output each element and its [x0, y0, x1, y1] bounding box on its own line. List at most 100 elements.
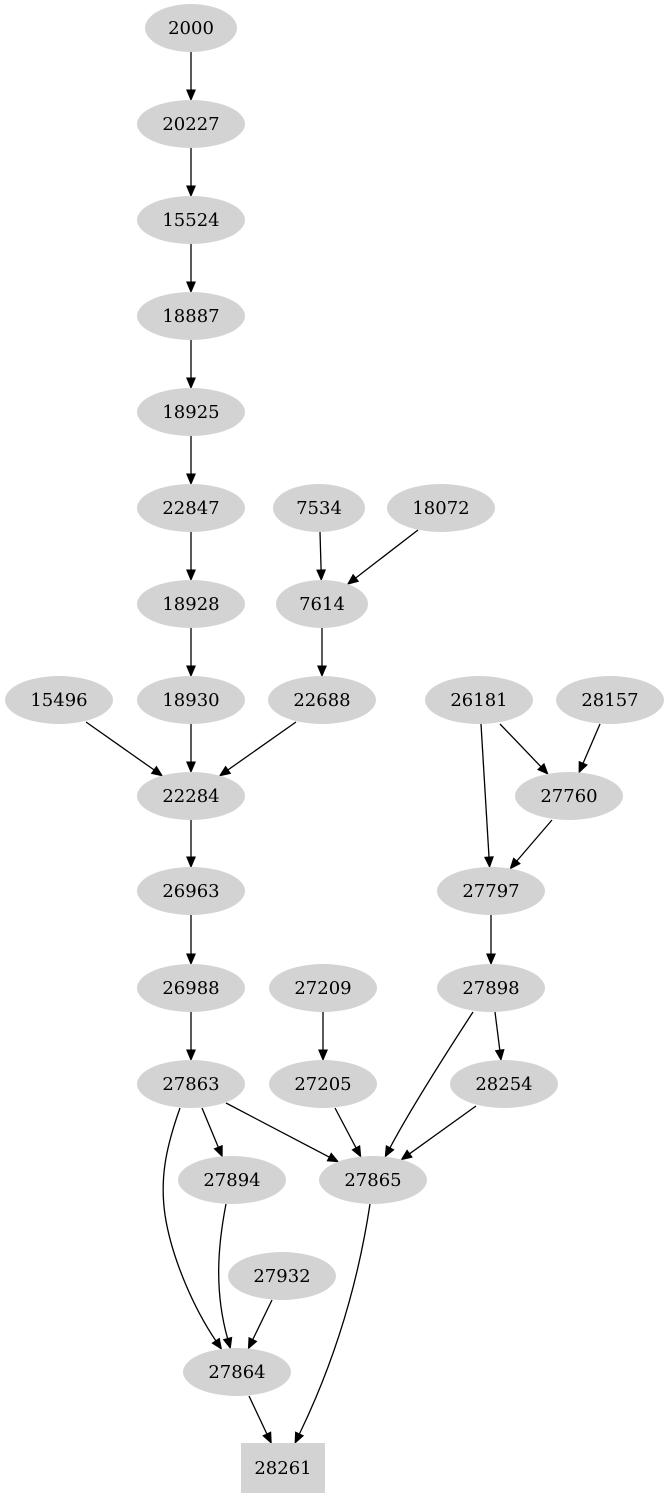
- node-27894[interactable]: 27894: [178, 1156, 286, 1204]
- edge-line: [480, 723, 490, 858]
- node-ellipse: [273, 484, 365, 532]
- edge-7614-to-22688: [317, 628, 327, 678]
- node-label: 26181: [450, 690, 507, 711]
- node-18887[interactable]: 18887: [137, 292, 245, 340]
- node-label: 18930: [162, 690, 219, 711]
- node-ellipse: [137, 100, 245, 148]
- node-26988[interactable]: 26988: [137, 964, 245, 1012]
- node-27209[interactable]: 27209: [269, 964, 377, 1012]
- edge-15496-to-22284: [85, 721, 164, 777]
- node-label: 18925: [162, 402, 219, 423]
- arrowhead-icon: [186, 473, 196, 486]
- node-28157[interactable]: 28157: [556, 676, 664, 724]
- node-label: 26963: [162, 881, 219, 902]
- node-20227[interactable]: 20227: [137, 100, 245, 148]
- arrowhead-icon: [317, 665, 327, 678]
- arrowhead-icon: [186, 569, 196, 582]
- edge-line: [85, 721, 155, 771]
- node-label: 27865: [344, 1170, 401, 1191]
- arrowhead-icon: [346, 573, 360, 585]
- node-27898[interactable]: 27898: [437, 964, 545, 1012]
- arrowhead-icon: [186, 1049, 196, 1062]
- edge-line: [225, 1102, 330, 1158]
- arrowhead-icon: [537, 762, 549, 775]
- node-27865[interactable]: 27865: [319, 1156, 427, 1204]
- node-28254[interactable]: 28254: [450, 1060, 558, 1108]
- node-label: 15524: [162, 210, 219, 231]
- node-label: 22688: [293, 690, 350, 711]
- edge-27209-to-27205: [318, 1012, 328, 1062]
- edge-26181-to-27797: [480, 723, 494, 869]
- edge-27894-to-27864: [218, 1203, 233, 1350]
- node-7614[interactable]: 7614: [276, 580, 368, 628]
- edge-27205-to-27865: [334, 1107, 362, 1158]
- edge-27797-to-27898: [486, 915, 496, 966]
- node-ellipse: [319, 1156, 427, 1204]
- node-15496[interactable]: 15496: [5, 676, 113, 724]
- node-label: 27863: [162, 1074, 219, 1095]
- node-label: 27209: [294, 978, 351, 999]
- node-18925[interactable]: 18925: [137, 388, 245, 436]
- node-18928[interactable]: 18928: [137, 580, 245, 628]
- arrowhead-icon: [186, 281, 196, 294]
- node-label: 27205: [294, 1074, 351, 1095]
- node-18072[interactable]: 18072: [387, 484, 495, 532]
- node-27932[interactable]: 27932: [228, 1252, 336, 1300]
- edge-line: [319, 531, 322, 571]
- node-label: 22847: [162, 498, 219, 519]
- arrowhead-icon: [494, 1049, 505, 1062]
- node-label: 20227: [162, 114, 219, 135]
- node-27863[interactable]: 27863: [137, 1060, 245, 1108]
- edge-27864-to-28261: [248, 1395, 272, 1445]
- node-box: [241, 1443, 325, 1493]
- node-label: 27797: [462, 881, 519, 902]
- node-2000[interactable]: 2000: [145, 4, 237, 52]
- node-ellipse: [137, 484, 245, 532]
- node-26963[interactable]: 26963: [137, 867, 245, 915]
- node-ellipse: [5, 676, 113, 724]
- node-ellipse: [178, 1156, 286, 1204]
- edge-line: [499, 723, 542, 768]
- edge-18930-to-22284: [186, 724, 196, 774]
- edge-28254-to-27865: [400, 1105, 477, 1161]
- node-22688[interactable]: 22688: [268, 676, 376, 724]
- node-22847[interactable]: 22847: [137, 484, 245, 532]
- node-27797[interactable]: 27797: [437, 867, 545, 915]
- edge-22688-to-22284: [218, 721, 297, 777]
- node-label: 27932: [253, 1266, 310, 1287]
- arrowhead-icon: [486, 953, 496, 966]
- node-label: 7614: [299, 594, 345, 615]
- node-ellipse: [137, 292, 245, 340]
- node-ellipse: [450, 1060, 558, 1108]
- node-ellipse: [137, 580, 245, 628]
- node-27760[interactable]: 27760: [515, 772, 623, 820]
- arrowhead-icon: [150, 765, 164, 777]
- node-ellipse: [137, 867, 245, 915]
- node-label: 27760: [540, 786, 597, 807]
- edge-26988-to-27863: [186, 1012, 196, 1062]
- node-18930[interactable]: 18930: [137, 676, 245, 724]
- edge-line: [162, 1107, 217, 1342]
- node-ellipse: [515, 772, 623, 820]
- edge-27863-to-27864: [162, 1107, 223, 1351]
- node-7534[interactable]: 7534: [273, 484, 365, 532]
- arrowhead-icon: [578, 760, 588, 774]
- edge-27863-to-27894: [201, 1107, 223, 1158]
- edge-line: [218, 1203, 229, 1339]
- edge-18928-to-18930: [186, 628, 196, 678]
- node-26181[interactable]: 26181: [425, 676, 533, 724]
- arrowhead-icon: [326, 1152, 340, 1163]
- arrowhead-icon: [186, 761, 196, 774]
- edge-line: [582, 723, 601, 764]
- node-15524[interactable]: 15524: [137, 196, 245, 244]
- arrowhead-icon: [186, 856, 196, 869]
- node-28261[interactable]: 28261: [241, 1443, 325, 1493]
- node-label: 18928: [162, 594, 219, 615]
- arrowhead-icon: [400, 1149, 413, 1161]
- arrowhead-icon: [186, 665, 196, 678]
- node-27864[interactable]: 27864: [183, 1348, 291, 1396]
- node-27205[interactable]: 27205: [269, 1060, 377, 1108]
- edge-line: [298, 1203, 371, 1435]
- node-22284[interactable]: 22284: [137, 772, 245, 820]
